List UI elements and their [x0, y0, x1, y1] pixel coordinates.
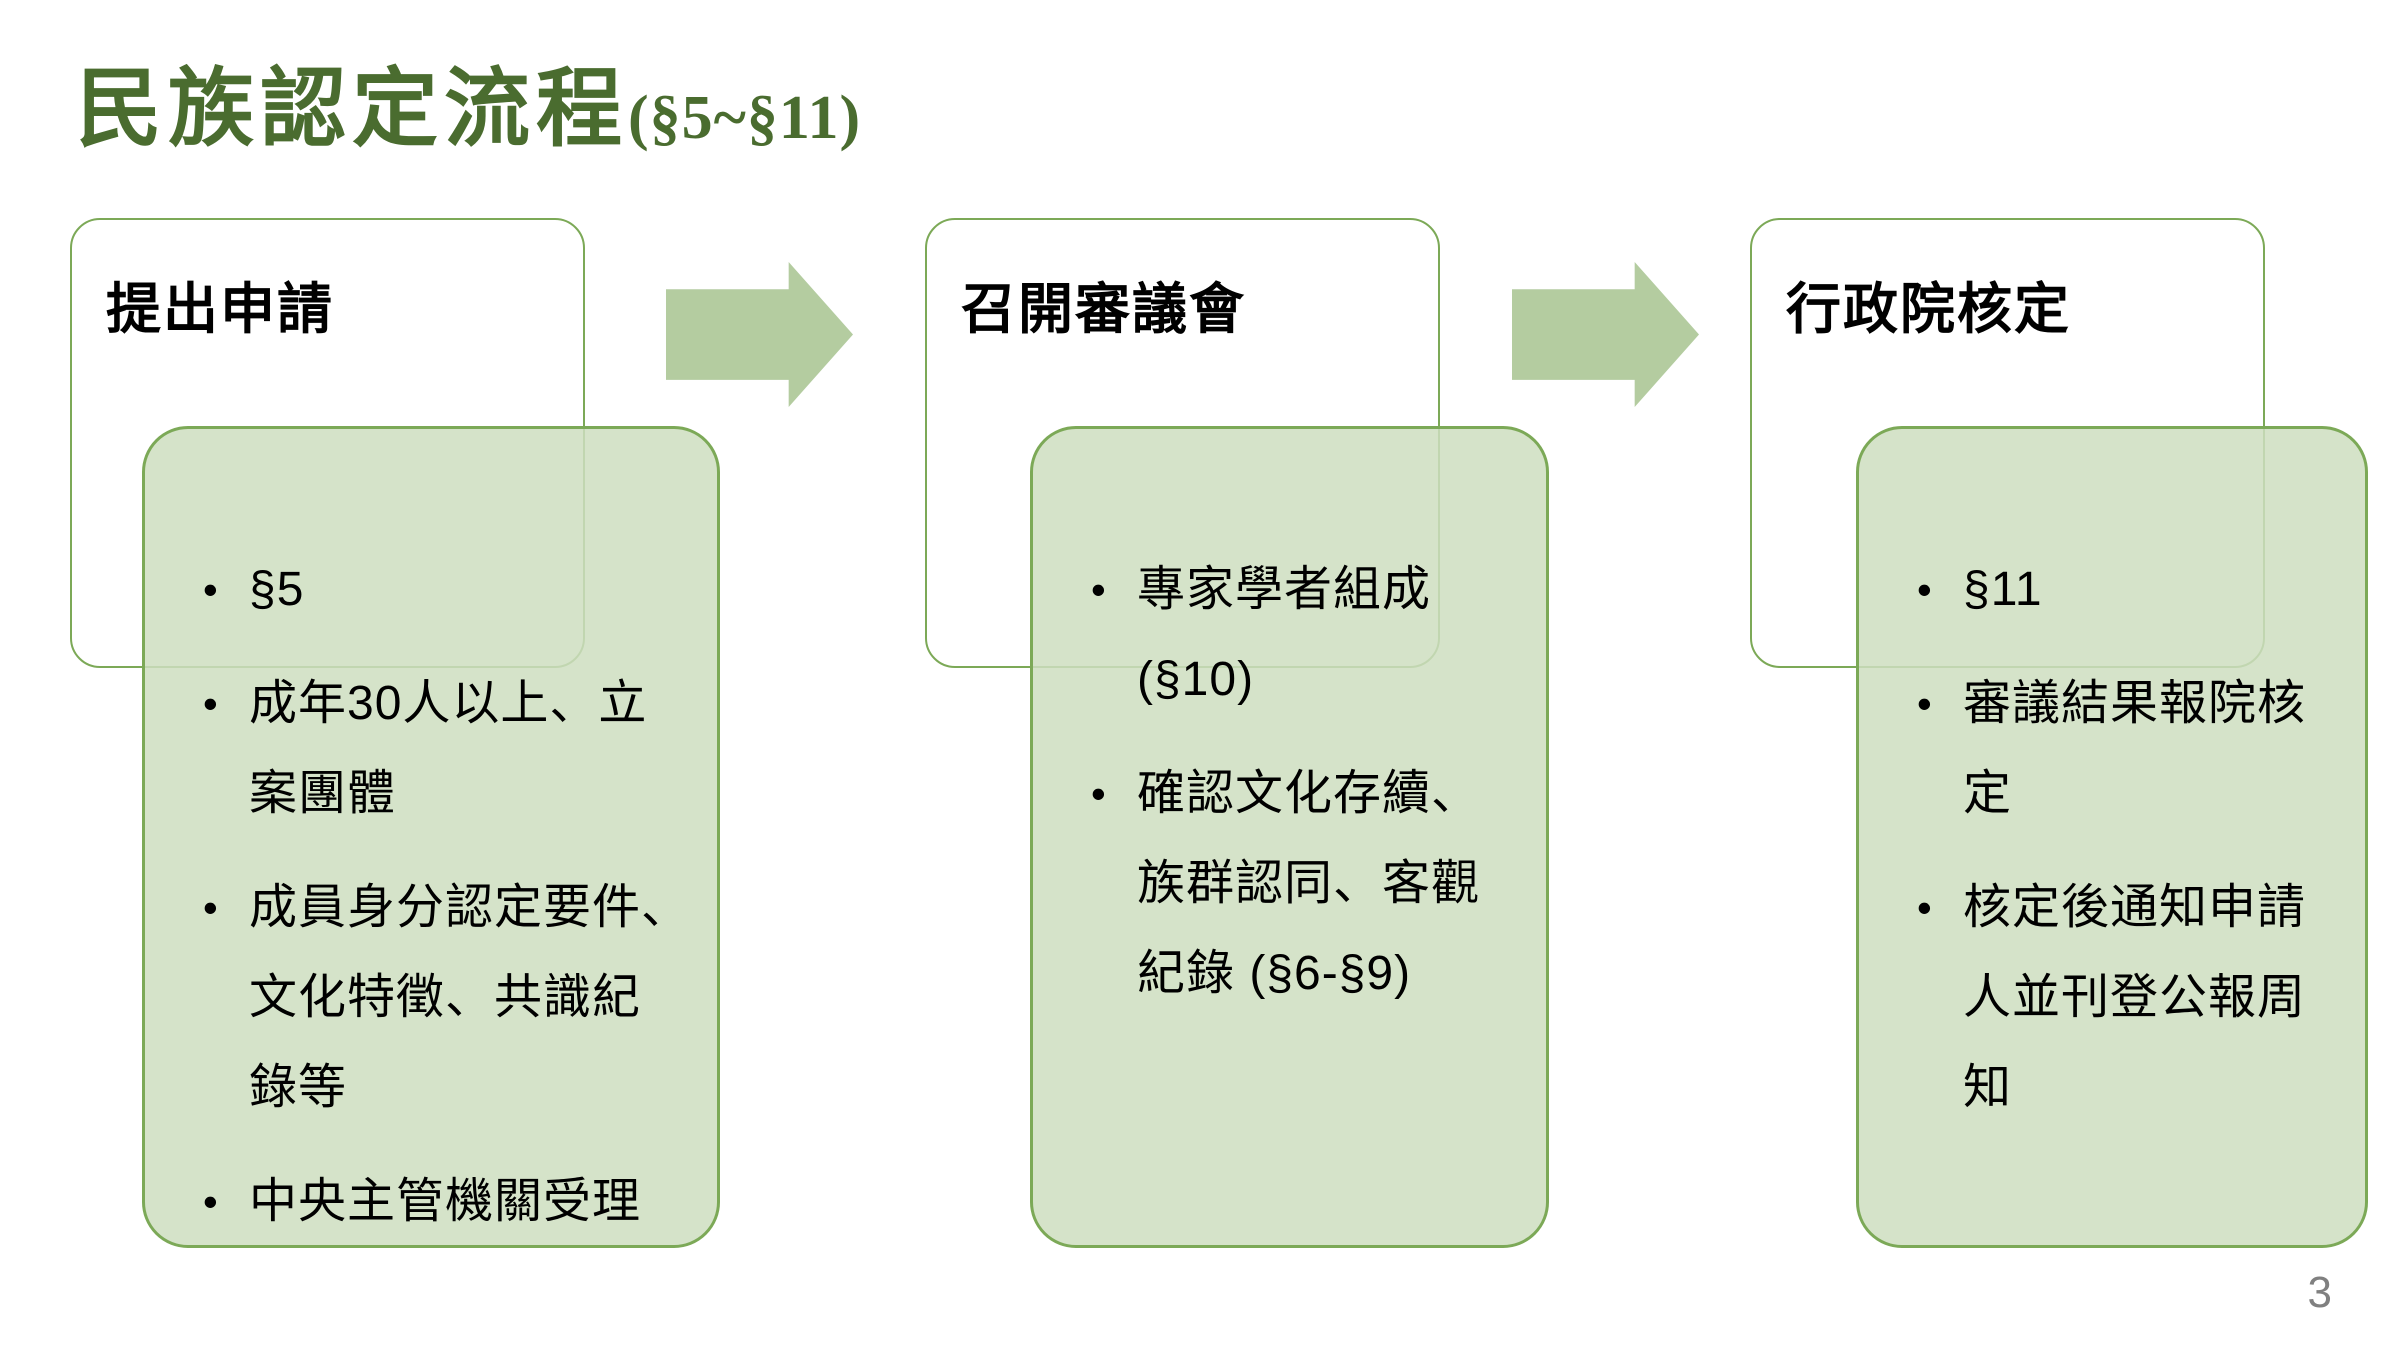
list-item: 成年30人以上、立 案團體	[203, 659, 681, 839]
list-item: 成員身分認定要件、 文化特徵、共識紀 錄等	[203, 863, 689, 1133]
list-item: 中央主管機關受理	[203, 1157, 681, 1247]
bullet-text: §11	[1963, 563, 2043, 616]
page-title-main: 民族認定流程	[76, 61, 628, 157]
bullet-text: 成年30人以上、立 案團體	[249, 677, 648, 820]
bullet-text: §5	[249, 563, 305, 616]
bullet-text: 專家學者組成 (§10)	[1137, 563, 1432, 706]
page-title-section-range: (§5~§11)	[628, 84, 862, 152]
list-item: 專家學者組成 (§10)	[1091, 545, 1510, 725]
step-1-detail-box: §5 成年30人以上、立 案團體 成員身分認定要件、 文化特徵、共識紀 錄等 中…	[142, 426, 720, 1248]
page-title: 民族認定流程(§5~§11)	[76, 38, 861, 163]
arrow-right-icon	[666, 262, 853, 407]
arrow-right-icon	[1512, 262, 1699, 407]
bullet-text: 審議結果報院核 定	[1963, 677, 2307, 820]
step-2-header: 召開審議會	[961, 278, 1247, 340]
bullet-text: 成員身分認定要件、 文化特徵、共識紀 錄等	[249, 881, 691, 1114]
page-number: 3	[2307, 1268, 2332, 1317]
list-item: 核定後通知申請 人並刊登公報周 知	[1917, 863, 2329, 1133]
step-1-header: 提出申請	[106, 278, 335, 340]
step-2-detail-box: 專家學者組成 (§10) 確認文化存續、 族群認同、客觀 紀錄 (§6-§9)	[1030, 426, 1549, 1248]
bullet-text: 中央主管機關受理	[249, 1175, 642, 1228]
step-3-detail-box: §11 審議結果報院核 定 核定後通知申請 人並刊登公報周 知	[1856, 426, 2368, 1248]
list-item: §11	[1917, 545, 2329, 635]
list-item: 審議結果報院核 定	[1917, 659, 2329, 839]
bullet-text: 核定後通知申請 人並刊登公報周 知	[1963, 881, 2307, 1114]
list-item: 確認文化存續、 族群認同、客觀 紀錄 (§6-§9)	[1091, 749, 1510, 1019]
bullet-text: 確認文化存續、 族群認同、客觀 紀錄 (§6-§9)	[1137, 767, 1481, 1000]
list-item: §5	[203, 545, 681, 635]
step-3-header: 行政院核定	[1786, 278, 2072, 340]
